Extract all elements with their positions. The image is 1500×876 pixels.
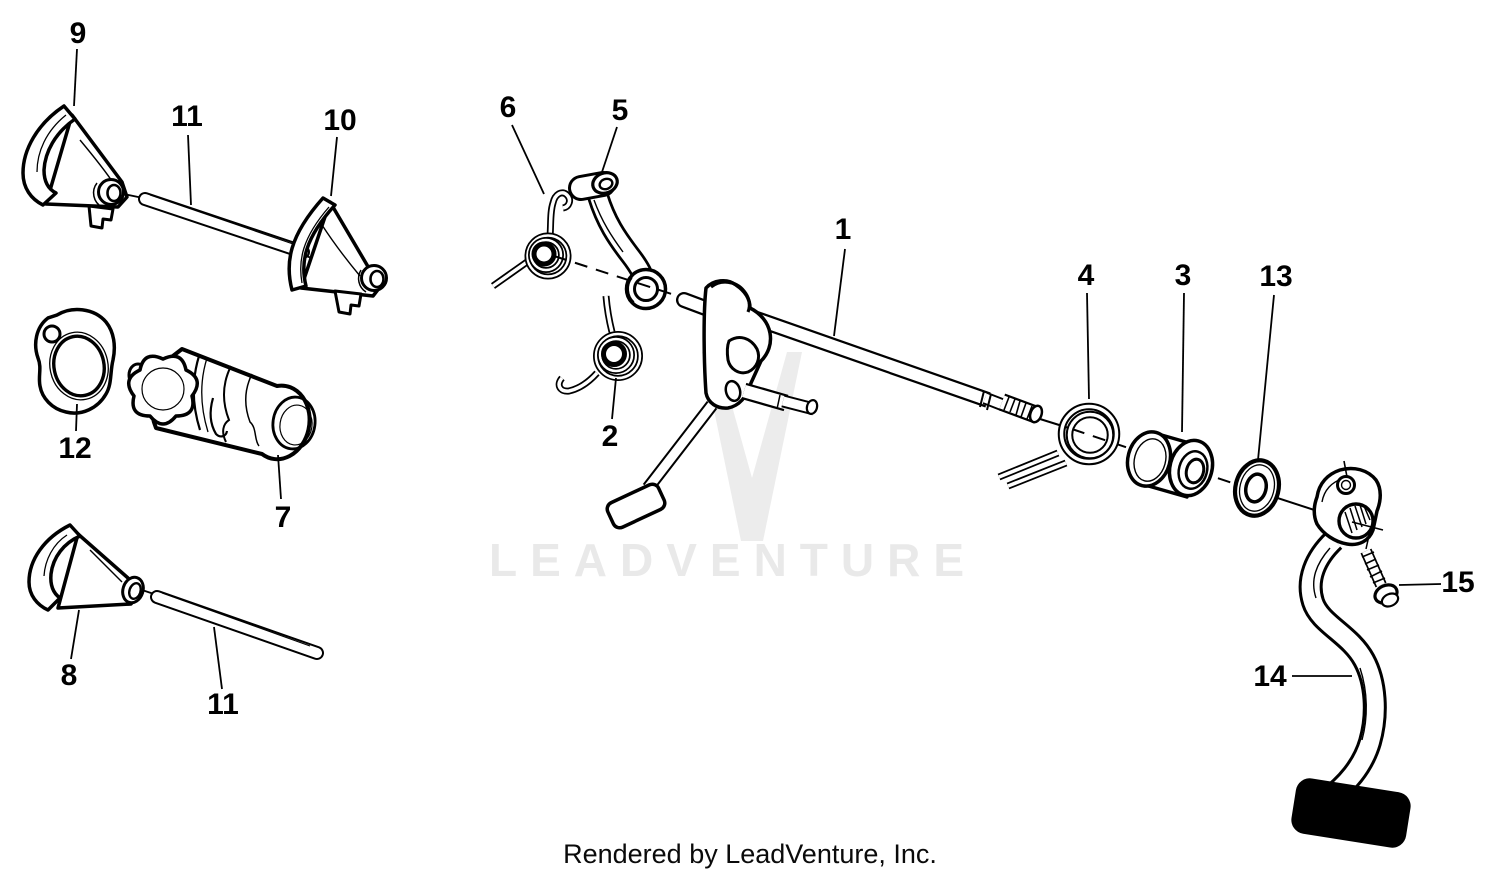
part-6-shift-return-spring	[490, 189, 573, 289]
part-label-11b: 11	[207, 688, 239, 721]
part-7-shift-drum	[127, 347, 317, 462]
part-label-2: 2	[601, 420, 619, 453]
part-11-shift-fork-shaft-bottom	[150, 590, 324, 660]
part-3-collar	[1125, 430, 1215, 499]
part-13-washer	[1232, 458, 1282, 518]
part-1-gearshift-spindle	[605, 279, 1044, 530]
drum-star-cam	[127, 354, 199, 426]
assembly-axis-dashed-left	[553, 255, 685, 299]
label-leader-lines	[70, 48, 1442, 690]
part-5-gearshift-arm	[568, 171, 668, 311]
part-label-7: 7	[274, 501, 292, 534]
part-10-shift-fork	[287, 196, 388, 316]
part-4-pedal-return-spring	[997, 402, 1121, 490]
watermark-text: LEADVENTURE	[489, 534, 978, 586]
part-label-15: 15	[1441, 566, 1475, 599]
part-label-14: 14	[1253, 660, 1287, 693]
pedal-rubber-pad	[1291, 778, 1411, 848]
pedal-spline-bore	[1337, 502, 1375, 540]
part-label-6: 6	[499, 91, 517, 124]
part-label-8: 8	[60, 659, 78, 692]
part-11-shift-fork-shaft-top	[138, 192, 310, 259]
part-2-shift-return-spring	[555, 295, 643, 395]
part-label-3: 3	[1174, 259, 1192, 292]
part-label-1: 1	[834, 213, 852, 246]
part-14-gearshift-pedal	[1291, 460, 1411, 848]
spindle-arm-pad	[605, 482, 667, 530]
footer-credit: Rendered by LeadVenture, Inc.	[563, 839, 937, 869]
part-label-12: 12	[58, 432, 92, 465]
part-15-bolt	[1360, 530, 1400, 608]
part-12-stopper-plate	[34, 307, 117, 415]
part-label-5: 5	[611, 94, 629, 127]
part-label-9: 9	[69, 17, 87, 50]
part-8-shift-fork	[27, 523, 145, 612]
part-label-4: 4	[1077, 259, 1095, 292]
part-9-shift-fork	[21, 104, 129, 230]
part-label-11a: 11	[171, 100, 203, 133]
part-label-10: 10	[323, 104, 357, 137]
part-label-13: 13	[1259, 260, 1293, 293]
